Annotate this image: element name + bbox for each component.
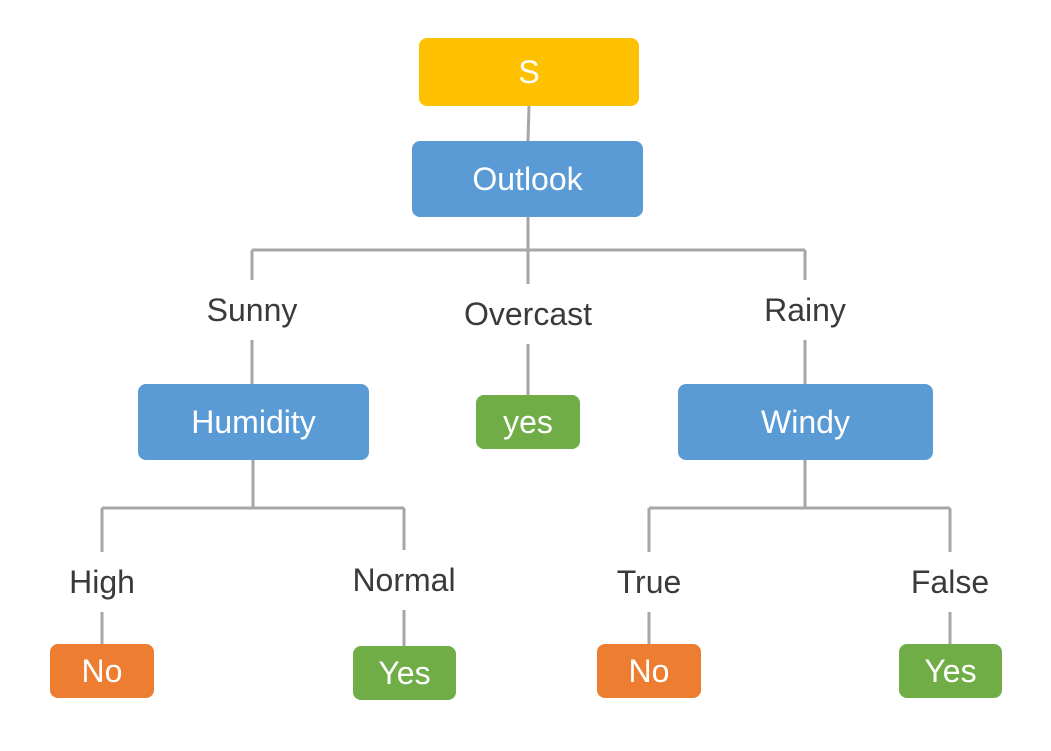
overcast-leaf-label: yes — [503, 403, 553, 440]
high-leaf-label: No — [81, 652, 123, 689]
branch-label-overcast: Overcast — [463, 296, 593, 332]
branch-label-sunny: Sunny — [206, 292, 298, 328]
overcast-leaf-node: yes — [476, 395, 580, 449]
normal-leaf-label: Yes — [378, 654, 431, 691]
windy-node: Windy — [678, 384, 933, 460]
branch-label-high: High — [69, 564, 135, 600]
humidity-node-label: Humidity — [191, 403, 316, 440]
windy-node-label: Windy — [761, 403, 850, 440]
edge-root-outlook — [526, 105, 531, 142]
true-leaf-node: No — [597, 644, 701, 698]
outlook-node-label: Outlook — [472, 160, 583, 197]
branch-label-rainy: Rainy — [764, 292, 846, 328]
false-leaf-label: Yes — [924, 652, 977, 689]
branch-label-true: True — [616, 564, 682, 600]
outlook-node: Outlook — [412, 141, 643, 217]
normal-leaf-node: Yes — [353, 646, 456, 700]
branch-label-false: False — [910, 564, 990, 600]
root-node: S — [419, 38, 639, 106]
true-leaf-label: No — [628, 652, 670, 689]
root-node-label: S — [518, 53, 540, 90]
branch-label-normal: Normal — [352, 562, 456, 598]
high-leaf-node: No — [50, 644, 154, 698]
humidity-node: Humidity — [138, 384, 369, 460]
false-leaf-node: Yes — [899, 644, 1002, 698]
